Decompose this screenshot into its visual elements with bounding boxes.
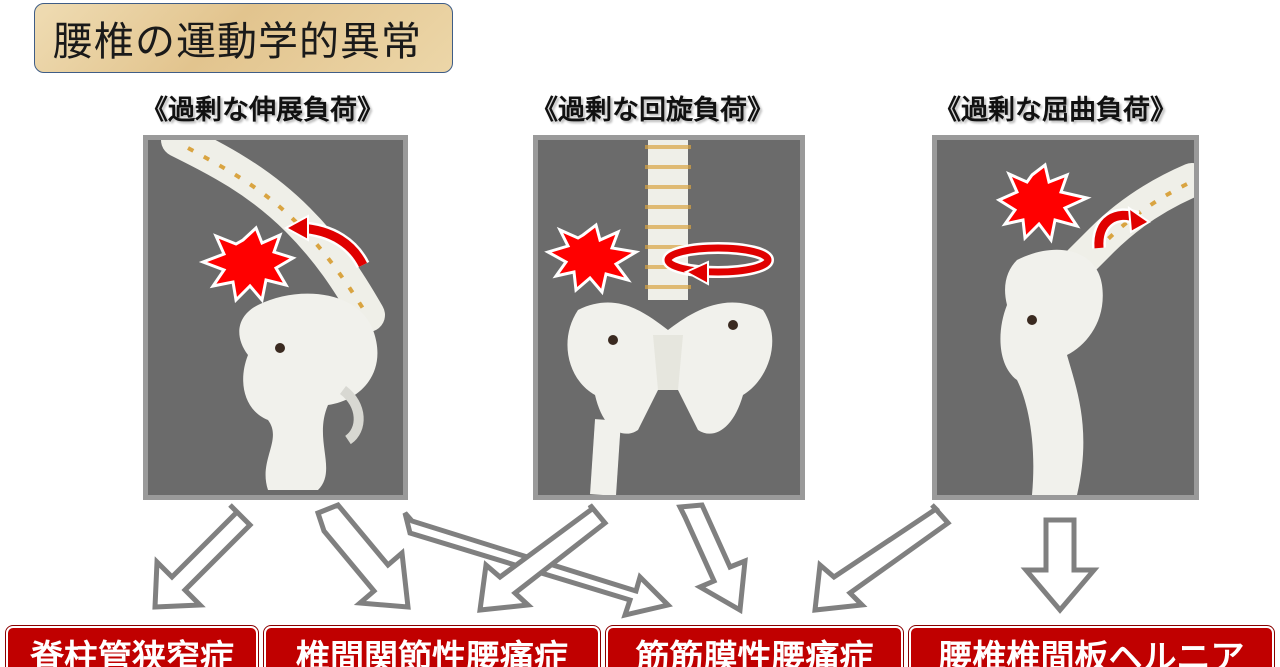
rotation-arrow-icon: [662, 242, 774, 286]
page-title: 腰椎の運動学的異常: [53, 19, 422, 65]
pain-burst-icon: [995, 162, 1092, 244]
title-banner: 腰椎の運動学的異常: [34, 3, 453, 73]
arrow-rotation-to-myofascial-icon: [676, 502, 748, 615]
heading-rotation: 《過剰な回旋負荷》: [531, 95, 774, 126]
condition-disc-hernia: 腰椎椎間板ヘルニア: [909, 626, 1274, 667]
curved-arrow-icon: [283, 214, 370, 269]
heading-extension: 《過剰な伸展負荷》: [141, 95, 384, 126]
condition-myofascial-pain: 筋筋膜性腰痛症: [606, 626, 903, 667]
arrow-extension-to-facet-icon: [314, 502, 411, 610]
connector-arrows: [152, 502, 1100, 619]
flexion-image: [932, 135, 1199, 500]
pain-burst-icon: [544, 222, 641, 296]
curved-arrow-icon: [1091, 205, 1151, 249]
condition-stenosis: 脊柱管狭窄症: [6, 626, 258, 667]
arrow-flexion-to-hernia-icon: [1020, 517, 1100, 614]
arrow-extension-to-stenosis-icon: [152, 503, 254, 610]
condition-facet-pain: 椎間関節性腰痛症: [264, 626, 600, 667]
heading-flexion: 《過剰な屈曲負荷》: [934, 95, 1177, 126]
rotation-image: [533, 135, 805, 500]
pain-burst-icon: [198, 225, 297, 304]
arrow-flexion-to-myofascial-icon: [812, 503, 952, 613]
arrow-rotation-to-facet-icon: [477, 503, 609, 613]
extension-image: [143, 135, 408, 500]
